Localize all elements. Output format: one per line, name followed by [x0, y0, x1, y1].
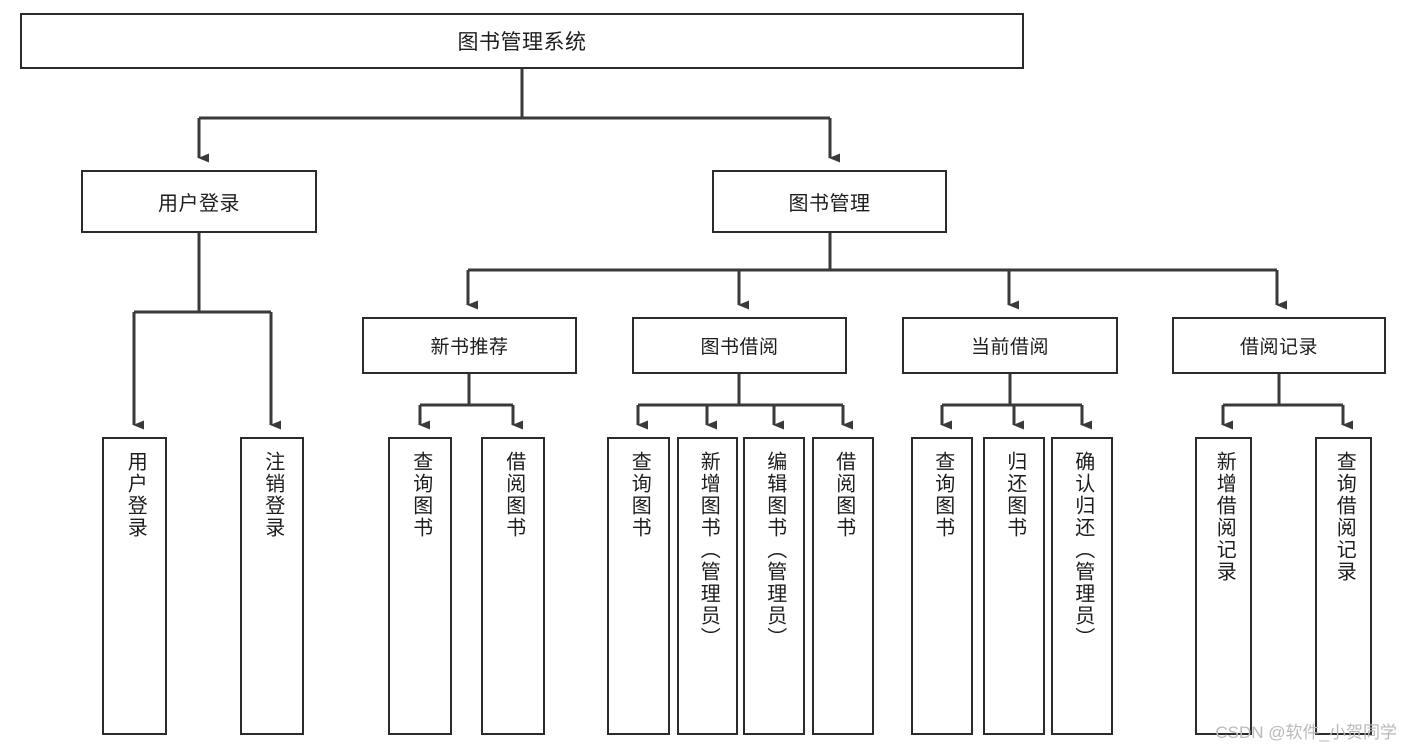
node-leaf-add-record[interactable]: 新增借阅记录 [1195, 437, 1252, 735]
node-leaf-return-book[interactable]: 归还图书 [983, 437, 1045, 735]
node-borrow-record[interactable]: 借阅记录 [1172, 317, 1386, 374]
node-leaf-return-book-label: 归还图书 [1003, 451, 1026, 539]
node-leaf-query-book-3[interactable]: 查询图书 [911, 437, 973, 735]
node-leaf-query-record[interactable]: 查询借阅记录 [1315, 437, 1372, 735]
node-leaf-logout-label: 注销登录 [261, 451, 284, 539]
node-leaf-edit-book-label: 编辑图书（管理员） [763, 451, 786, 649]
node-current-borrow-label: 当前借阅 [970, 337, 1049, 358]
node-leaf-query-book-3-label: 查询图书 [931, 451, 954, 539]
node-root[interactable]: 图书管理系统 [20, 13, 1024, 69]
node-leaf-query-book-1-label: 查询图书 [409, 451, 432, 539]
node-leaf-query-book-1[interactable]: 查询图书 [388, 437, 452, 735]
node-leaf-confirm-return[interactable]: 确认归还（管理员） [1051, 437, 1113, 735]
node-leaf-edit-book[interactable]: 编辑图书（管理员） [743, 437, 805, 735]
node-root-label: 图书管理系统 [457, 31, 587, 54]
node-leaf-borrow-book-2[interactable]: 借阅图书 [812, 437, 874, 735]
node-leaf-add-book[interactable]: 新增图书（管理员） [677, 437, 738, 735]
node-current-borrow[interactable]: 当前借阅 [902, 317, 1118, 374]
node-leaf-user-login-label: 用户登录 [124, 451, 147, 539]
node-leaf-borrow-book-1[interactable]: 借阅图书 [481, 437, 545, 735]
node-leaf-query-book-2-label: 查询图书 [628, 451, 651, 539]
node-book-borrow[interactable]: 图书借阅 [632, 317, 847, 374]
node-leaf-confirm-return-label: 确认归还（管理员） [1071, 451, 1094, 649]
node-user-login[interactable]: 用户登录 [81, 170, 317, 233]
node-new-book-recommend[interactable]: 新书推荐 [362, 317, 577, 374]
node-leaf-borrow-book-1-label: 借阅图书 [502, 451, 525, 539]
node-new-book-recommend-label: 新书推荐 [430, 337, 509, 358]
node-borrow-record-label: 借阅记录 [1239, 337, 1318, 358]
node-leaf-logout[interactable]: 注销登录 [240, 437, 304, 735]
node-book-manage[interactable]: 图书管理 [712, 170, 947, 233]
node-leaf-add-record-label: 新增借阅记录 [1213, 451, 1236, 583]
node-leaf-query-book-2[interactable]: 查询图书 [607, 437, 670, 735]
node-leaf-add-book-label: 新增图书（管理员） [697, 451, 720, 649]
node-book-manage-label: 图书管理 [788, 193, 871, 215]
node-user-login-label: 用户登录 [158, 193, 240, 215]
node-book-borrow-label: 图书借阅 [700, 337, 779, 358]
node-leaf-user-login[interactable]: 用户登录 [102, 437, 167, 735]
node-leaf-borrow-book-2-label: 借阅图书 [832, 451, 855, 539]
node-leaf-query-record-label: 查询借阅记录 [1333, 451, 1356, 583]
